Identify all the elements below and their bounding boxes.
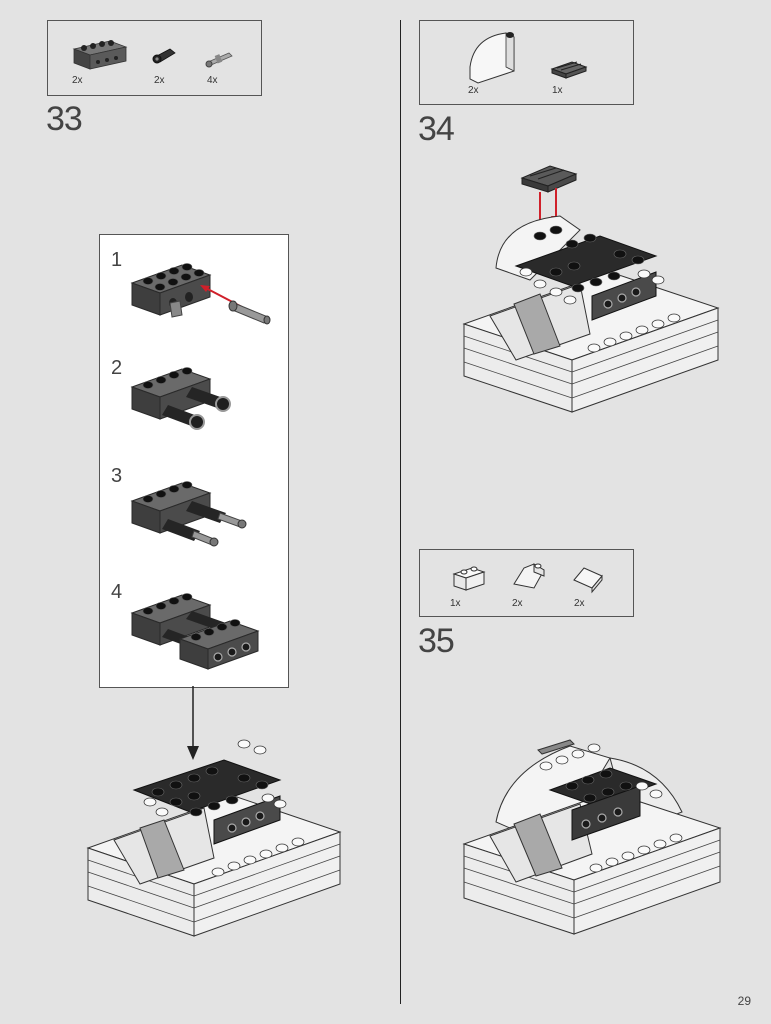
brick-with-connectors-pins-icon xyxy=(130,481,247,547)
step-number: 35 xyxy=(418,622,455,660)
substep-number: 3 xyxy=(111,465,123,487)
black-axle-connector-icon xyxy=(152,48,176,64)
substep-number: 4 xyxy=(111,581,123,603)
model-step-35-icon xyxy=(462,739,722,935)
white-wedge-tile-icon xyxy=(573,567,603,594)
dark-grille-tile-icon xyxy=(550,61,588,79)
page-divider xyxy=(400,20,401,1004)
step-number: 34 xyxy=(418,110,455,148)
page-number: 29 xyxy=(737,994,751,1008)
white-curved-slope-icon xyxy=(469,32,515,84)
part-qty: 2x xyxy=(512,598,523,609)
brick-with-connectors-icon xyxy=(130,367,231,430)
part-qty: 4x xyxy=(207,75,218,86)
down-arrow-icon xyxy=(187,686,199,760)
part-qty: 2x xyxy=(154,75,165,86)
step-number: 33 xyxy=(46,100,83,138)
parts-list-step-35: 1x 2x 2x xyxy=(419,549,634,617)
substep-number: 1 xyxy=(111,249,123,271)
dark-technic-brick-1x4-icon xyxy=(72,40,128,70)
sub-assembly-callout: 1 2 3 xyxy=(99,234,289,688)
brick-pin-insert-icon xyxy=(130,263,271,325)
double-brick-assembly-icon xyxy=(130,593,260,670)
white-brick-1x2-icon xyxy=(452,566,486,591)
grey-technic-pin-icon xyxy=(205,52,233,68)
substep-number: 2 xyxy=(111,357,123,379)
part-qty: 2x xyxy=(574,598,585,609)
part-qty: 2x xyxy=(468,85,479,96)
part-qty: 1x xyxy=(450,598,461,609)
part-qty: 2x xyxy=(72,75,83,86)
part-qty: 1x xyxy=(552,85,563,96)
parts-list-step-34: 2x 1x xyxy=(419,20,634,105)
white-slope-icon xyxy=(513,563,545,589)
parts-list-step-33: 2x 2x 4x xyxy=(47,20,262,96)
model-step-33-icon xyxy=(86,739,342,937)
model-step-34-icon xyxy=(462,165,720,413)
